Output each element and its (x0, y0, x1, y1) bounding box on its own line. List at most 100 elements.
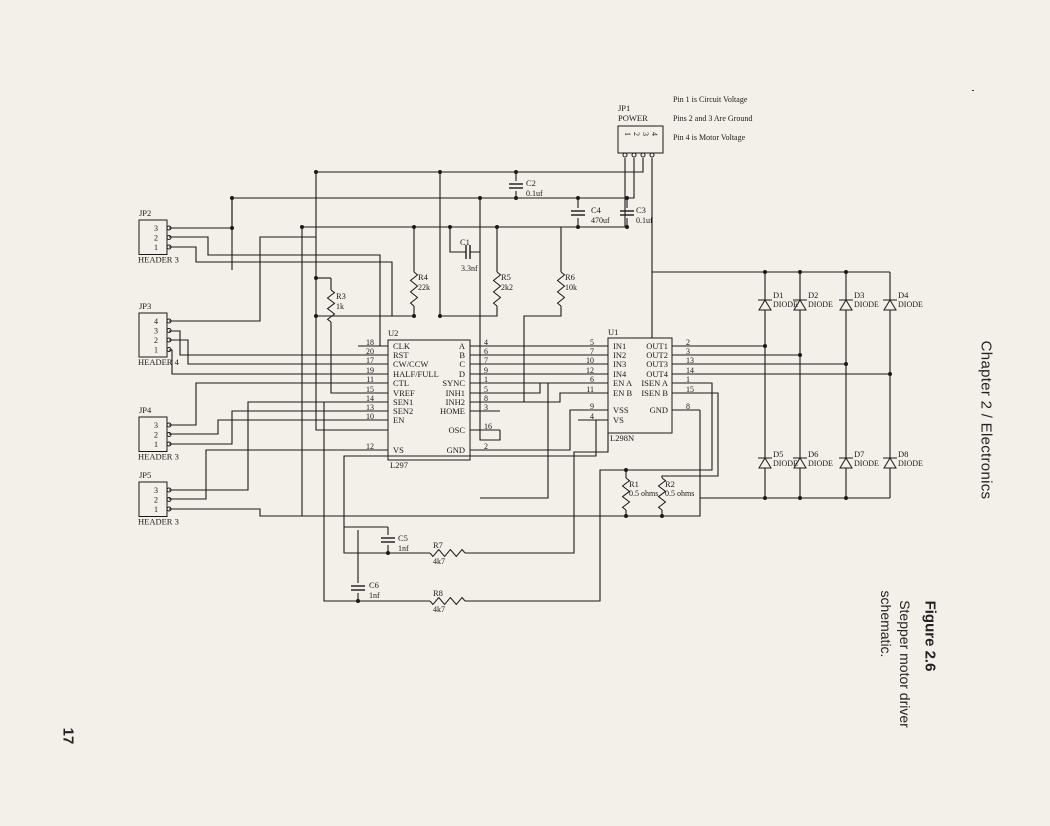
header-pin-number: 2 (154, 431, 158, 440)
cap-value: 3.3nf (461, 264, 478, 273)
junction-dot (386, 551, 390, 555)
capacitor-c5 (381, 537, 395, 543)
wire (169, 449, 358, 500)
u1-pin-number: 2 (686, 338, 690, 347)
u1-pin-name: ISEN B (641, 388, 668, 398)
capacitor-c3 (620, 210, 634, 216)
res-ref: R7 (433, 540, 443, 550)
u1-pin-name: OUT1 (646, 341, 668, 351)
wire (169, 198, 233, 229)
wire (169, 330, 358, 356)
junction-dot (798, 353, 802, 357)
junction-dot (888, 372, 892, 376)
u2-pin-number: 12 (366, 442, 374, 451)
diode-type: DIODE (898, 300, 923, 309)
u2-pin-number: 2 (484, 442, 488, 451)
diode-d5 (758, 457, 772, 469)
wire (465, 469, 626, 602)
u2-part: L297 (390, 460, 408, 470)
u2-pin-number: 7 (484, 356, 488, 365)
wire (449, 227, 466, 253)
junction-dot (448, 225, 452, 229)
u1-pin-name: EN B (613, 388, 632, 398)
junction-dot (844, 496, 848, 500)
wire (465, 433, 609, 554)
u2-pin-name: INH2 (446, 397, 465, 407)
u2-pin-name: B (459, 350, 465, 360)
header-jp2-body (138, 219, 168, 255)
u1-pin-name: IN4 (613, 369, 627, 379)
pin-circle (166, 432, 172, 437)
res-value: 1k (336, 302, 344, 311)
u2-pin-name: D (459, 369, 465, 379)
resistor-r4 (409, 271, 419, 307)
u2-ref: U2 (388, 328, 398, 338)
wire (169, 236, 316, 322)
header-jp3-body (138, 312, 168, 358)
u2-pin-name: EN (393, 415, 404, 425)
u2-pin-name: CTL (393, 378, 409, 388)
u1-ref: U1 (608, 327, 618, 337)
u1-pin-number: 4 (590, 412, 594, 421)
junction-dot (314, 314, 318, 318)
cap-value: 1nf (398, 544, 409, 553)
power-pin-number: 1 (623, 132, 632, 136)
resistor-r8 (429, 596, 466, 606)
u1-pin-number: 14 (686, 366, 694, 375)
u2-pin-name: HOME (440, 406, 465, 416)
junction-dot (514, 196, 518, 200)
power-ref: JP1 (618, 103, 630, 113)
wire (661, 392, 719, 478)
u2-pin-name: HALF/FULL (393, 369, 439, 379)
header-pin-number: 3 (154, 486, 158, 495)
junction-dot (356, 599, 360, 603)
header-pin-number: 3 (154, 421, 158, 430)
junction-dot (625, 196, 629, 200)
diode-d4 (883, 299, 897, 311)
res-value: 0.5 ohms (629, 489, 658, 498)
res-ref: R3 (336, 291, 346, 301)
u2-pin-number: 3 (484, 403, 488, 412)
header-pin-number: 1 (154, 440, 158, 449)
junction-dot (798, 270, 802, 274)
pin-circle (166, 347, 172, 352)
wire (500, 306, 562, 403)
resistor-r3 (326, 289, 336, 323)
res-value: 22k (418, 283, 430, 292)
pin-circle (649, 152, 655, 158)
u1-pin-name: ISEN A (641, 378, 669, 388)
header-name: HEADER 3 (138, 517, 179, 527)
u2-pin-name: A (459, 341, 466, 351)
u1-pin-number: 15 (686, 385, 694, 394)
diode-type: DIODE (773, 300, 798, 309)
u1-pin-name: IN2 (613, 350, 626, 360)
figure-caption-line-1: Stepper motor driver (897, 600, 913, 728)
u2-pin-name: CW/CCW (393, 359, 428, 369)
u2-pin-name: C (459, 359, 465, 369)
junction-dot (763, 344, 767, 348)
u1-pin-name: GND (650, 405, 668, 415)
junction-dot (660, 514, 664, 518)
junction-dot (576, 196, 580, 200)
u2-pin-number: 13 (366, 403, 374, 412)
u1-pin-name: OUT4 (646, 369, 668, 379)
u1-pin-name: IN1 (613, 341, 626, 351)
wire (169, 246, 393, 316)
u2-pin-number: 8 (484, 394, 488, 403)
u1-pin-number: 11 (586, 385, 594, 394)
resistor-r7 (429, 548, 466, 558)
u2-pin-name: SEN1 (393, 397, 413, 407)
u1-pin-number: 13 (686, 356, 694, 365)
pin-circle (166, 244, 172, 250)
u2-pin-name: GND (447, 445, 465, 455)
diode-d7 (839, 457, 853, 469)
junction-dot (624, 514, 628, 518)
figure-number: Figure 2.6 (921, 600, 939, 672)
header-pin-number: 1 (154, 243, 158, 252)
u1-pin-name: VSS (613, 405, 629, 415)
res-ref: R2 (665, 479, 675, 489)
header-name: HEADER 4 (138, 357, 180, 367)
capacitor-c4 (571, 210, 585, 216)
